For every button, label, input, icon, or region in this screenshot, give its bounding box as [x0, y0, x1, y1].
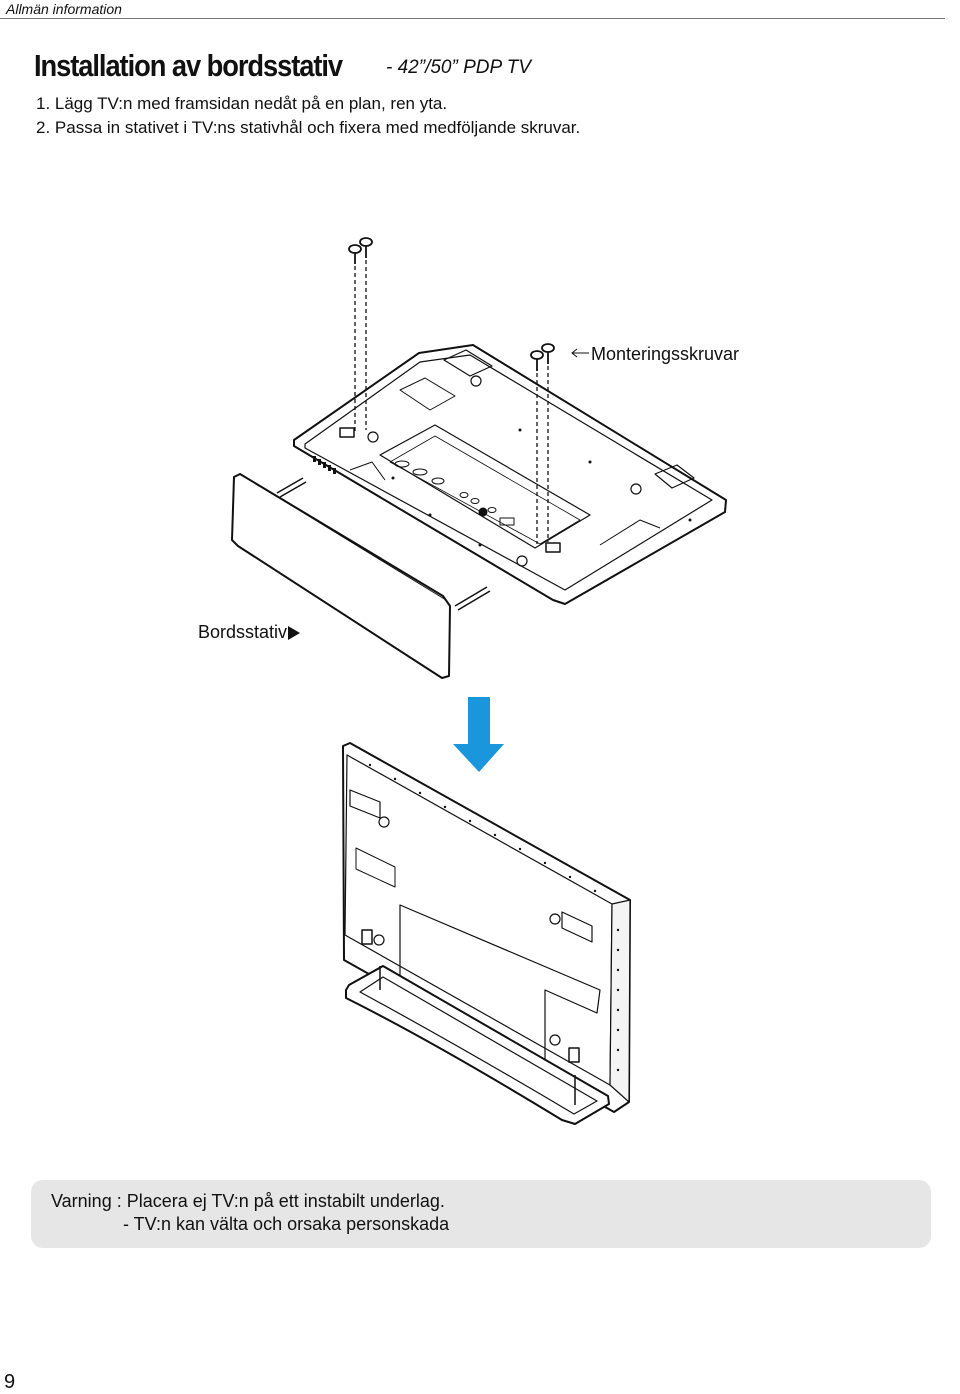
tv-face-down-illustration — [293, 344, 727, 605]
title-model: - 42”/50” PDP TV — [386, 57, 532, 78]
pointer-arrow-icon — [571, 348, 589, 358]
title-main: Installation av bordsstativ — [34, 48, 343, 83]
stand-label: Bordsstativ — [198, 622, 288, 642]
mounting-screw-icon — [348, 237, 373, 264]
warning-line-2: - TV:n kan välta och orsaka personskada — [123, 1214, 450, 1234]
warning-line-1: Varning : Placera ej TV:n på ett instabi… — [51, 1191, 445, 1211]
down-arrow-icon — [453, 697, 504, 772]
page-title: Installation av bordsstativ - 42”/50” PD… — [34, 48, 531, 84]
table-stand-illustration — [231, 473, 491, 679]
screw-guide-lines — [354, 260, 549, 544]
screws-label: Monteringsskruvar — [591, 344, 740, 364]
instruction-step-2: 2. Passa in stativet i TV:ns stativhål o… — [36, 118, 581, 137]
page-header: Allmän information — [0, 0, 960, 19]
header-rule — [0, 18, 945, 19]
section-title: Allmän information — [6, 1, 122, 17]
warning-box: Varning : Placera ej TV:n på ett instabi… — [31, 1180, 931, 1248]
stand-base-illustration — [345, 965, 610, 1125]
tv-upright-illustration — [342, 742, 631, 1113]
pointer-arrow-icon — [288, 626, 300, 640]
mounting-screw-icon — [530, 343, 555, 371]
page-number: 9 — [4, 1371, 16, 1393]
instruction-step-1: 1. Lägg TV:n med framsidan nedåt på en p… — [36, 94, 448, 113]
